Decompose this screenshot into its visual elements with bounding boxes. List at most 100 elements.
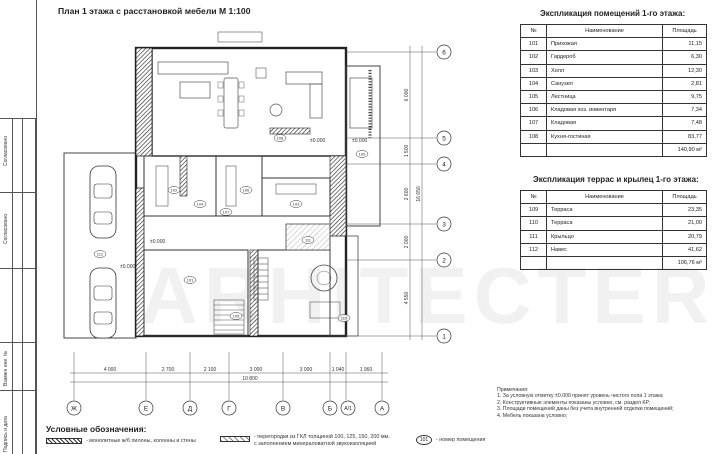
concrete-pier bbox=[135, 47, 153, 157]
legend-item: с заполнением минераловатной звукоизоляц… bbox=[254, 441, 377, 447]
svg-text:Д: Д bbox=[188, 406, 193, 413]
svg-text:112: 112 bbox=[97, 252, 104, 257]
svg-text:Е: Е bbox=[144, 406, 149, 413]
car-icon bbox=[89, 165, 117, 239]
note-item: 3. Площади помещений даны без учета внут… bbox=[497, 406, 674, 413]
dimension-label: 2 100 bbox=[204, 367, 217, 373]
terrace-lower bbox=[329, 235, 359, 337]
table-header-cell: Площадь bbox=[662, 23, 707, 39]
table-cell: Гардероб bbox=[546, 50, 663, 65]
stamp-label: Согласовано bbox=[3, 135, 9, 166]
svg-text:106: 106 bbox=[243, 188, 250, 193]
svg-text:111: 111 bbox=[305, 238, 312, 243]
table-cell: Терраса bbox=[546, 216, 663, 231]
svg-text:4: 4 bbox=[442, 162, 446, 169]
axis-bubble: Г bbox=[221, 400, 237, 416]
table-cell: Навес bbox=[546, 242, 663, 257]
dimension-label: 6 000 bbox=[404, 89, 410, 102]
rooms-table-title: Экспликация помещений 1-го этажа: bbox=[540, 9, 686, 18]
table-cell: 109 bbox=[520, 203, 547, 218]
table-header-cell: № bbox=[520, 23, 547, 39]
stamp-cell bbox=[0, 118, 36, 119]
dimension-label: 3 000 bbox=[250, 367, 263, 373]
plan-title: План 1 этажа с расстановкой мебели М 1:1… bbox=[58, 6, 251, 16]
table-cell: 103 bbox=[520, 63, 547, 78]
room-tag: 106 bbox=[239, 186, 253, 194]
coffee-table bbox=[269, 103, 283, 117]
dimension-label: 2 600 bbox=[404, 188, 410, 201]
stamp-divider bbox=[22, 118, 23, 454]
table-cell: Кладовая хоз. инвентаря bbox=[546, 103, 663, 118]
svg-text:3: 3 bbox=[442, 222, 446, 229]
table-cell: 108 bbox=[520, 129, 547, 144]
table-total-cell: 106,76 м² bbox=[662, 255, 707, 271]
table-cell bbox=[546, 142, 663, 157]
table-cell: Холл bbox=[546, 63, 663, 78]
level-mark: ±0.000 bbox=[150, 239, 165, 245]
room-hall-103 bbox=[261, 177, 331, 217]
entry-canopy bbox=[217, 31, 263, 43]
round-table bbox=[310, 264, 338, 292]
room-tag: 104 bbox=[193, 200, 207, 208]
svg-text:В: В bbox=[281, 406, 285, 413]
table-cell: Санузел bbox=[546, 76, 663, 91]
table-cell: 102 bbox=[520, 50, 547, 65]
notes-block: Примечания: 1. За условную отметку ±0.00… bbox=[497, 387, 673, 419]
frame-left-border bbox=[36, 0, 37, 454]
table-total-row: 106,76 м² bbox=[520, 255, 707, 271]
legend-item: - перегородки из ГКЛ толщиной 100, 125, … bbox=[254, 434, 390, 440]
note-item: 1. За условную отметку ±0.000 принят уро… bbox=[497, 393, 664, 400]
terrace-table-title: Экспликация террас и крылец 1-го этажа: bbox=[533, 175, 699, 184]
room-tag: 112 bbox=[93, 250, 107, 258]
room-storage bbox=[215, 155, 263, 217]
stamp-cell bbox=[0, 390, 36, 391]
room-tag: 110 bbox=[337, 314, 351, 322]
table-cell: 110 bbox=[520, 216, 547, 231]
table-header-row: № Наименование Площадь bbox=[520, 189, 707, 205]
stamp-cell bbox=[0, 192, 36, 193]
axis-bubble: 1 bbox=[436, 328, 452, 344]
table-cell: 104 bbox=[520, 76, 547, 91]
svg-text:105: 105 bbox=[233, 314, 240, 319]
terrace-sofa bbox=[309, 301, 341, 319]
table-cell: 6,30 bbox=[662, 50, 707, 65]
stamp-strip: Согласовано Согласовано Взамен инв. № По… bbox=[0, 118, 36, 454]
axis-bubble: Д bbox=[182, 400, 198, 416]
table-cell: 7,34 bbox=[662, 103, 707, 118]
axis-bubble: А bbox=[374, 400, 390, 416]
table-cell: Терраса bbox=[546, 203, 663, 218]
table-cell: Крыльцо bbox=[546, 229, 663, 244]
svg-text:А/1: А/1 bbox=[344, 406, 352, 412]
stamp-label: Взамен инв. № bbox=[3, 350, 9, 386]
dining-table bbox=[223, 77, 239, 129]
staircase bbox=[213, 257, 269, 335]
svg-text:Г: Г bbox=[227, 406, 231, 413]
svg-text:102: 102 bbox=[171, 188, 178, 193]
svg-text:101: 101 bbox=[187, 278, 194, 283]
room-tag: 108 bbox=[273, 134, 287, 142]
axis-bubble: Ж bbox=[66, 400, 82, 416]
level-mark: ±0.000 bbox=[352, 138, 367, 144]
svg-text:Ж: Ж bbox=[71, 406, 77, 413]
svg-text:104: 104 bbox=[197, 202, 204, 207]
kitchen-island bbox=[179, 81, 211, 99]
room-tag: 102 bbox=[167, 186, 181, 194]
table-cell: 2,81 bbox=[662, 76, 707, 91]
dimension-total: 16 650 bbox=[416, 186, 422, 202]
room-tag: 107 bbox=[219, 208, 233, 216]
axis-bubble: 5 bbox=[436, 130, 452, 146]
terrace-furniture bbox=[349, 77, 373, 129]
table-cell: 105 bbox=[520, 89, 547, 105]
svg-text:6: 6 bbox=[442, 50, 446, 57]
bench bbox=[275, 183, 317, 195]
